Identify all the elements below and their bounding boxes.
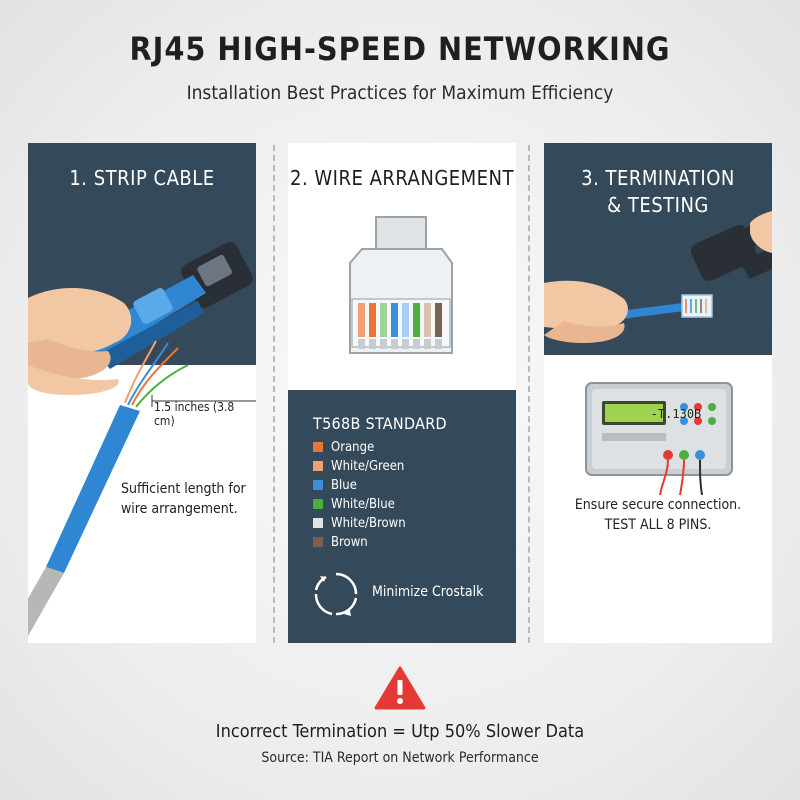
rj45-connector-illustration <box>349 216 453 354</box>
termination-note-line: TEST ALL 8 PINS. <box>604 517 712 533</box>
panel-divider-right <box>528 145 530 643</box>
wire-label: Brown <box>331 535 368 550</box>
wire-label: White/Green <box>331 459 405 474</box>
color-swatch <box>313 480 323 490</box>
t568b-standard-box: T568B STANDARD Orange White/Green Blue W… <box>288 390 516 643</box>
crosstalk-tip: Minimize Crostalk <box>372 584 484 600</box>
strip-note-line: wire arrangement. <box>121 501 238 517</box>
page-title: RJ45 HIGH-SPEED NETWORKING <box>129 30 671 68</box>
warning-statement: Incorrect Termination = Utp 50% Slower D… <box>215 721 585 742</box>
cable-stripping-illustration <box>28 242 256 636</box>
wire-item: White/Green <box>313 457 406 476</box>
wire-label: White/Blue <box>331 497 395 512</box>
panel-title-line: 3. TERMINATION <box>581 166 735 190</box>
standard-title: T568B STANDARD <box>313 414 447 433</box>
panel-title: 2. WIRE ARRANGEMENT <box>290 166 514 190</box>
panel-termination-testing: 3. TERMINATION & TESTING <box>544 143 772 643</box>
color-swatch <box>313 461 323 471</box>
strip-note-line: Sufficient length for <box>121 481 246 497</box>
strip-length-label: 1.5 inches (3.8 cm) <box>154 400 235 428</box>
warning-icon <box>374 666 426 710</box>
strip-note: Sufficient length for wire arrangement. <box>121 479 251 519</box>
wire-label: Orange <box>331 440 375 455</box>
source-citation: Source: TIA Report on Network Performanc… <box>261 750 539 766</box>
wire-item: White/Brown <box>313 514 406 533</box>
crimping-illustration <box>544 211 772 343</box>
color-swatch <box>313 518 323 528</box>
panel-divider-left <box>273 145 275 643</box>
wire-label: White/Brown <box>331 516 406 531</box>
panel-wire-arrangement: 2. WIRE ARRANGEMENT T568B STANDARD Orang… <box>288 143 516 643</box>
color-swatch <box>313 499 323 509</box>
termination-note: Ensure secure connection. TEST ALL 8 PIN… <box>544 495 772 535</box>
page-subtitle: Installation Best Practices for Maximum … <box>186 82 614 104</box>
tester-display-readout: -T.130B <box>650 407 702 421</box>
panel-title-line: & TESTING <box>607 193 709 217</box>
termination-note-line: Ensure secure connection. <box>574 497 742 513</box>
color-swatch <box>313 537 323 547</box>
panel-title: 1. STRIP CABLE <box>69 166 215 190</box>
wire-label: Blue <box>331 478 357 493</box>
wire-color-list: Orange White/Green Blue White/Blue White… <box>313 438 406 552</box>
panel-title: 3. TERMINATION & TESTING <box>544 165 772 219</box>
panel-body-area <box>28 365 256 643</box>
color-swatch <box>313 442 323 452</box>
wire-item: White/Blue <box>313 495 406 514</box>
wire-item: Brown <box>313 533 406 552</box>
wire-item: Orange <box>313 438 406 457</box>
refresh-cycle-icon <box>314 572 358 616</box>
panel-strip-cable: 1. STRIP CABLE 1.5 inches (3.8 cm) Suffi… <box>28 143 256 643</box>
wire-item: Blue <box>313 476 406 495</box>
